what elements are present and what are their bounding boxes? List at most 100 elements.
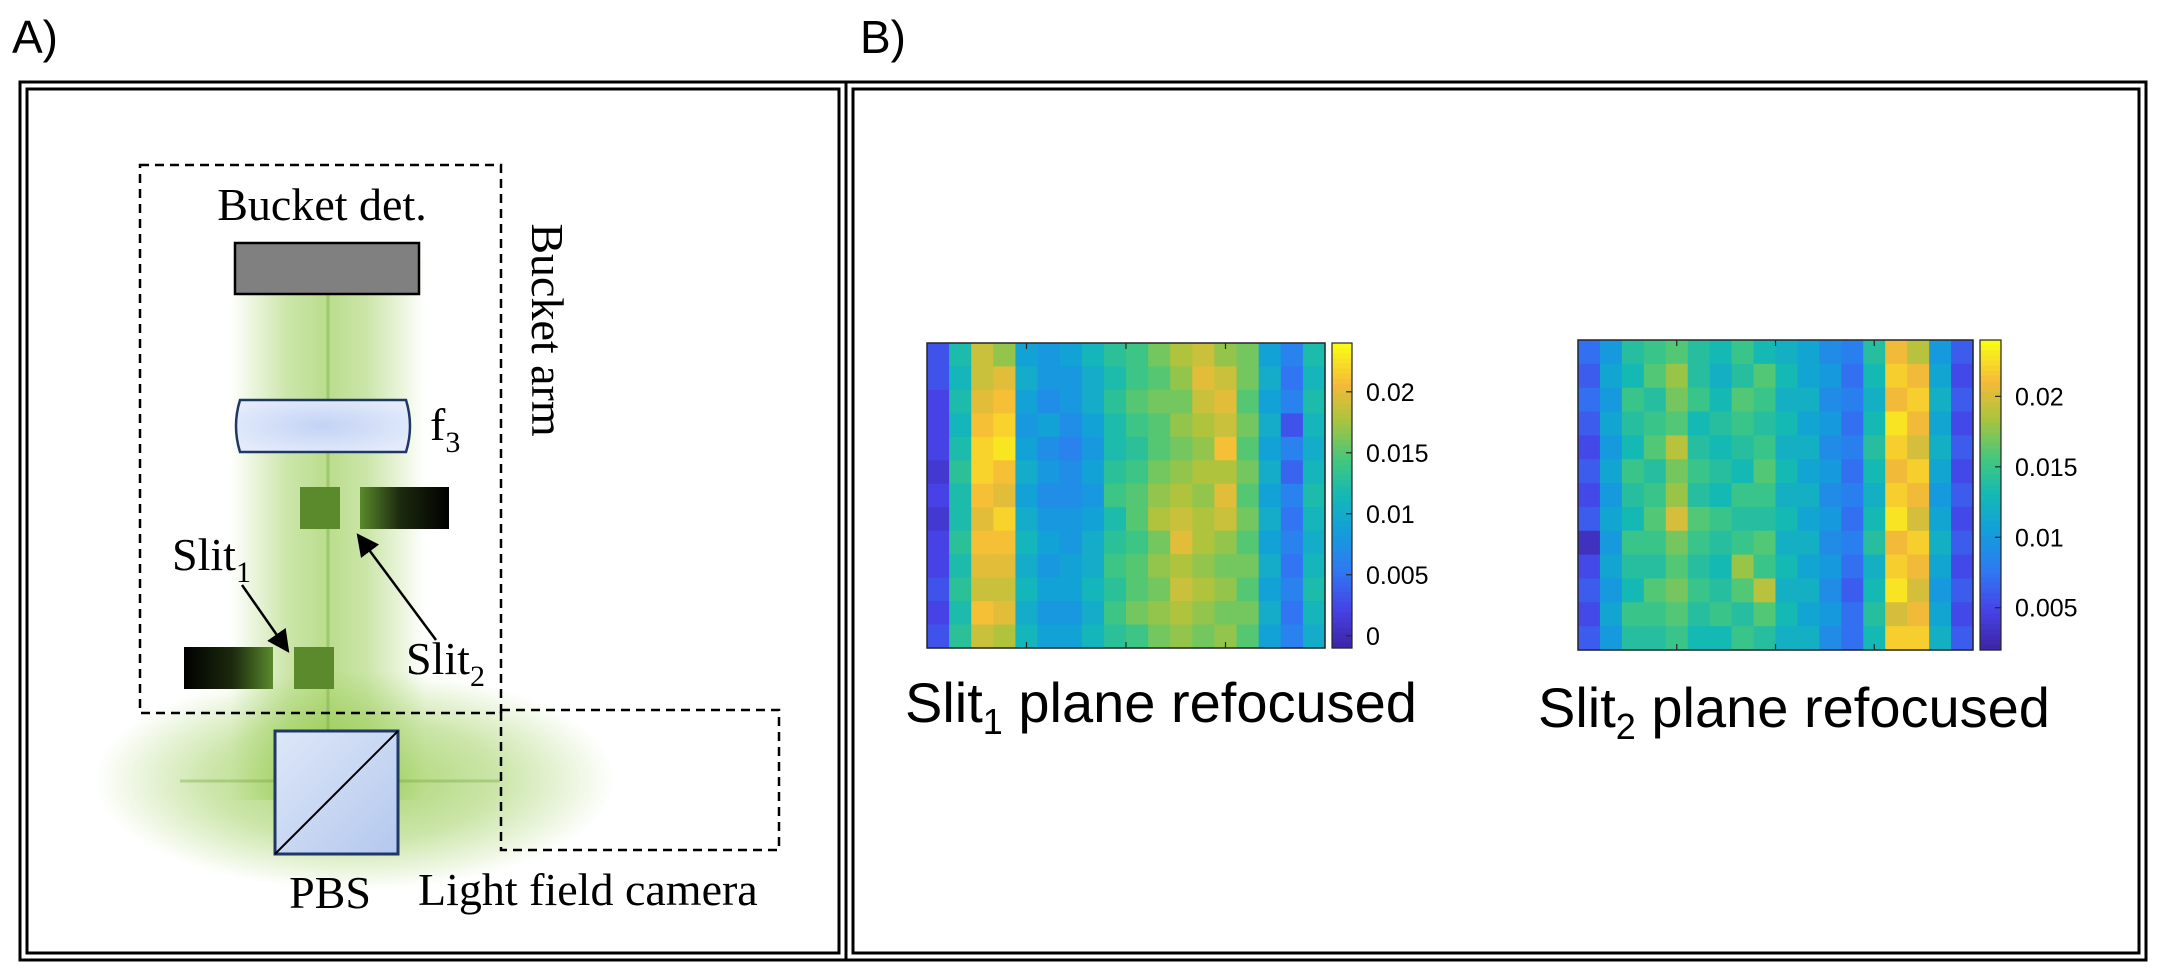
colorbar-frame bbox=[1979, 339, 2002, 651]
heatmap-cell bbox=[1709, 387, 1733, 413]
heatmap-cell bbox=[1148, 413, 1171, 438]
colorbar-segment bbox=[1332, 424, 1352, 431]
heatmap-cell bbox=[1819, 483, 1842, 508]
heatmap-cell bbox=[1709, 602, 1733, 627]
heatmap-cell bbox=[1258, 601, 1282, 626]
heatmap-cell bbox=[1841, 435, 1864, 460]
heatmap-cell bbox=[993, 624, 1017, 649]
colorbar-segment bbox=[1332, 388, 1352, 395]
colorbar-segment bbox=[1332, 398, 1352, 405]
colorbar-segment bbox=[1332, 439, 1352, 446]
heatmap-cell bbox=[1907, 602, 1930, 627]
heatmap-cell bbox=[1643, 483, 1667, 508]
heatmap-cell bbox=[1081, 413, 1105, 438]
heatmap-cell bbox=[1621, 387, 1645, 413]
heatmap-cell bbox=[1170, 624, 1193, 649]
colorbar-segment bbox=[1980, 536, 2001, 543]
heatmap-cell bbox=[1059, 530, 1083, 555]
heatmap-cell bbox=[1951, 459, 1974, 484]
colorbar-segment bbox=[1980, 453, 2001, 460]
heatmap-cell bbox=[1929, 340, 1952, 365]
heatmap-cell bbox=[1885, 459, 1908, 484]
heatmap-cell bbox=[1731, 530, 1755, 556]
heatmap-cell bbox=[1775, 506, 1799, 532]
heatmap-cell bbox=[1885, 435, 1908, 460]
colorbar-segment bbox=[1980, 557, 2001, 563]
panel-b-frame bbox=[844, 80, 2148, 962]
heatmap-cell bbox=[1907, 340, 1930, 365]
colorbar-segment bbox=[1980, 495, 2001, 501]
heatmap-cell bbox=[1170, 577, 1193, 602]
heatmap-cell bbox=[1258, 460, 1282, 485]
heatmap-cell bbox=[1753, 578, 1777, 603]
heatmap-cell bbox=[1081, 577, 1105, 602]
heatmap-cell bbox=[1797, 626, 1820, 651]
colorbar-segment bbox=[1332, 343, 1352, 349]
heatmap-cell bbox=[1753, 554, 1777, 580]
heatmap-cell bbox=[1059, 577, 1083, 602]
heatmap-cell bbox=[1907, 626, 1930, 651]
heatmap-cell bbox=[971, 554, 994, 579]
colorbar-segment bbox=[1332, 363, 1352, 370]
heatmap-cell bbox=[1148, 554, 1171, 579]
colorbar-segment bbox=[1980, 603, 2001, 610]
heatmap-cell bbox=[1797, 435, 1820, 460]
heatmap-cell bbox=[1863, 554, 1886, 580]
heatmap-cell bbox=[1863, 387, 1886, 413]
heatmap-cell bbox=[949, 366, 972, 391]
heatmap-cell bbox=[1951, 506, 1974, 532]
heatmap-cell bbox=[1148, 343, 1171, 368]
heatmap-cell bbox=[1192, 601, 1216, 626]
heatmap-cell bbox=[1621, 506, 1645, 532]
colorbar-tick-label: 0.01 bbox=[1366, 501, 1415, 529]
heatmap-cell bbox=[1037, 601, 1061, 626]
colorbar-segment bbox=[1980, 510, 2001, 517]
heatmap-cell bbox=[1665, 387, 1689, 413]
light-field-camera-label: Light field camera bbox=[418, 864, 758, 915]
heatmap-cell bbox=[1819, 435, 1842, 460]
heatmap-cell bbox=[971, 530, 994, 555]
heatmap-cell bbox=[1059, 366, 1083, 391]
colorbar-segment bbox=[1980, 345, 2001, 351]
heatmap-cell bbox=[1081, 389, 1105, 414]
heatmap-cell bbox=[1081, 530, 1105, 555]
colorbar-segment bbox=[1332, 470, 1352, 476]
heatmap-cell bbox=[1687, 554, 1711, 580]
bucket-arm-box bbox=[138, 163, 503, 715]
heatmap-cell bbox=[1929, 506, 1952, 532]
heatmap-cell bbox=[1907, 578, 1930, 603]
heatmap-cell bbox=[1236, 554, 1260, 579]
heatmap-cell bbox=[1302, 343, 1326, 368]
heatmap-cell bbox=[1731, 554, 1755, 580]
colorbar-segment bbox=[1980, 371, 2001, 377]
heatmap-cell bbox=[949, 601, 972, 626]
heatmap-cell bbox=[1302, 460, 1326, 485]
colorbar-segment bbox=[1332, 587, 1352, 593]
heatmap-cell bbox=[1015, 530, 1039, 555]
heatmap-cell bbox=[1621, 530, 1645, 556]
heatmap-cell bbox=[1015, 389, 1039, 414]
colorbar-segment bbox=[1332, 505, 1352, 512]
heatmap-cell bbox=[971, 366, 994, 391]
heatmap-cell bbox=[1258, 530, 1282, 555]
heatmap-cell bbox=[1103, 413, 1127, 438]
heatmap-cell bbox=[1015, 483, 1039, 508]
heatmap-cell bbox=[927, 554, 950, 579]
slit2-opening bbox=[300, 487, 340, 529]
colorbar-segment bbox=[1332, 459, 1352, 466]
heatmap-cell bbox=[1797, 483, 1820, 508]
colorbar-segment bbox=[1332, 546, 1352, 553]
heatmap-cell bbox=[1753, 506, 1777, 532]
colorbar-segment bbox=[1980, 619, 2001, 625]
colorbar-segment bbox=[1980, 526, 2001, 532]
heatmap-cell bbox=[1015, 577, 1039, 602]
heatmap-cell bbox=[927, 413, 950, 438]
heatmap-cell bbox=[971, 389, 994, 414]
heatmap-cell bbox=[1170, 601, 1193, 626]
slit1-arrow bbox=[240, 584, 290, 653]
heatmap-cell bbox=[1081, 601, 1105, 626]
colorbar-segment bbox=[1980, 464, 2001, 470]
heatmap-cell bbox=[1797, 387, 1820, 413]
heatmap-cell bbox=[1797, 530, 1820, 556]
